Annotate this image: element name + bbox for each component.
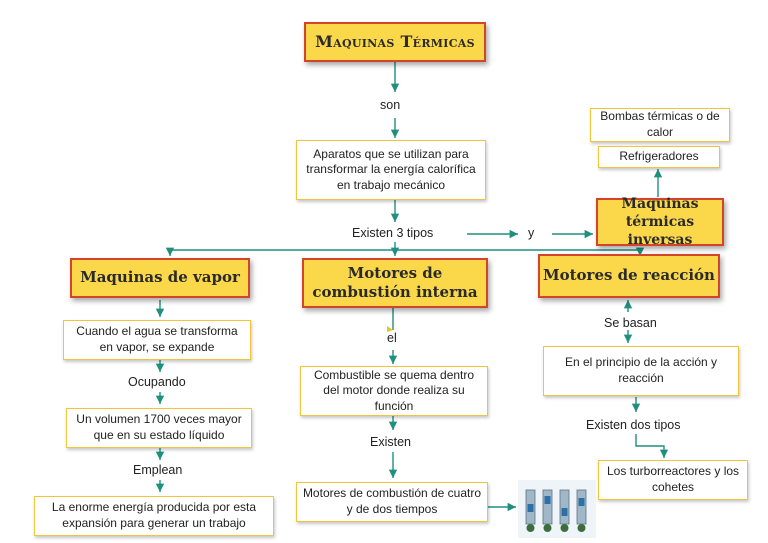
combustion-step2-box: Motores de combustión de cuatro y de dos… (296, 482, 488, 522)
label-el: el (387, 331, 397, 345)
label-existen-dos-tipos: Existen dos tipos (586, 418, 681, 432)
combustion-engines-box: Motores de combustión interna (302, 258, 488, 308)
label-son: son (380, 98, 401, 112)
label-existen-3-tipos: Existen 3 tipos (352, 226, 434, 240)
engine-cylinders-image (518, 480, 596, 538)
heat-pumps-box: Bombas térmicas o de calor (590, 108, 730, 142)
reaction-step2-box: Los turborreactores y los cohetes (598, 460, 748, 500)
combustion-step1-box: Combustible se quema dentro del motor do… (300, 366, 488, 416)
label-existen: Existen (370, 435, 411, 449)
steam-step2-box: Un volumen 1700 veces mayor que en su es… (66, 408, 252, 448)
label-y: y (528, 226, 535, 240)
title-box: Maquinas Térmicas (304, 22, 486, 62)
reaction-step1-box: En el principio de la acción y reacción (543, 346, 739, 396)
label-ocupando: Ocupando (128, 375, 186, 389)
refrigerators-box: Refrigeradores (598, 146, 720, 168)
inverse-machines-box: Maquinas térmicas inversas (596, 196, 724, 248)
steam-step1-box: Cuando el agua se transforma en vapor, s… (63, 320, 251, 360)
steam-engines-box: Maquinas de vapor (70, 258, 250, 298)
reaction-engines-box: Motores de reacción (538, 254, 720, 298)
label-emplean: Emplean (133, 463, 183, 477)
definition-box: Aparatos que se utilizan para transforma… (296, 140, 486, 200)
steam-step3-box: La enorme energía producida por esta exp… (34, 496, 274, 536)
label-se-basan: Se basan (604, 316, 657, 330)
